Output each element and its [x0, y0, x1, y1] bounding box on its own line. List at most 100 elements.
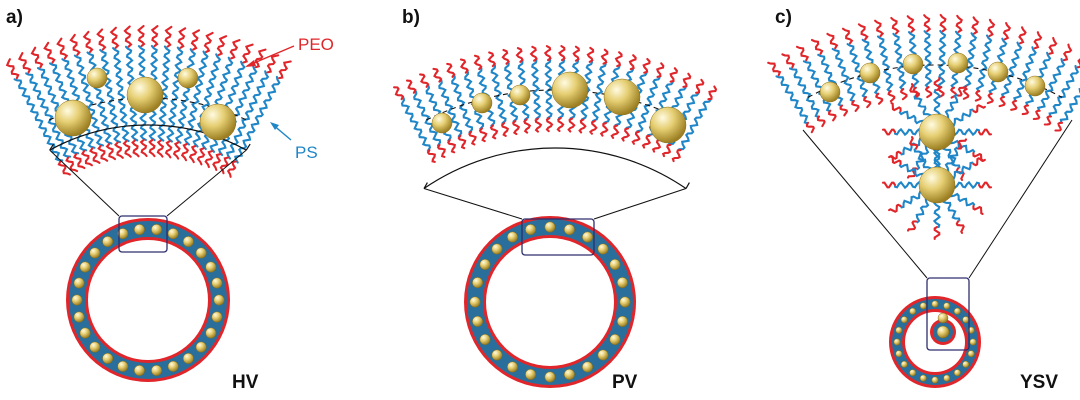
wall-nanoparticle: [89, 341, 101, 353]
inner-chain-ps-block: [532, 89, 542, 120]
yolk-chain-ps-block: [893, 127, 923, 137]
gold-nanoparticle: [902, 53, 924, 75]
outer-chain-peo-block: [501, 48, 510, 65]
wall-nanoparticle: [102, 236, 114, 248]
inner-chain-ps-block: [896, 66, 907, 91]
outer-chain-peo-block: [1018, 26, 1027, 45]
yolk-chain-ps-block: [942, 197, 961, 222]
inner-chain-peo-block: [164, 140, 173, 159]
inner-chain-peo-block: [188, 144, 198, 164]
yolk-nanoparticle: [936, 325, 950, 339]
inner-chain-peo-block: [212, 153, 222, 171]
outer-chain-peo-block: [826, 32, 839, 50]
wall-nanoparticle: [211, 311, 223, 323]
vesicle-lumen: [88, 240, 208, 360]
inner-chain-ps-block: [1048, 96, 1063, 118]
wall-nanoparticle: [919, 302, 927, 310]
inner-chain-peo-block: [156, 139, 165, 158]
inner-chain-peo-block: [122, 140, 132, 158]
outer-chain-peo-block: [82, 30, 94, 54]
outer-chain-ps-block: [171, 46, 184, 101]
inner-chain-peo-block: [426, 149, 436, 163]
inner-chain-peo-block: [457, 134, 467, 150]
wall-nanoparticle: [616, 315, 628, 327]
wall-nanoparticle: [616, 277, 628, 289]
yolk-chain-ps-block: [913, 95, 932, 120]
peo-arrow-head: [245, 60, 256, 67]
inner-chain-peo-block: [97, 144, 109, 162]
inner-chain-ps-block: [678, 124, 696, 151]
wall-nanoparticle: [609, 259, 621, 270]
wall-nanoparticle: [931, 300, 939, 308]
outer-chain-peo-block: [109, 26, 120, 49]
inner-chain-peo-block: [148, 138, 156, 158]
inner-chain-ps-block: [937, 64, 946, 89]
inner-chain-peo-block: [661, 143, 672, 158]
panel-letter-b: b): [402, 7, 420, 28]
wall-nanoparticle: [133, 224, 145, 235]
inner-chain-ps-block: [794, 103, 809, 125]
inner-chain-peo-block: [113, 141, 124, 159]
inner-chain-ps-block: [544, 89, 554, 120]
inner-chain-peo-block: [489, 124, 499, 140]
bracket-tick: [685, 182, 690, 189]
outer-chain-peo-block: [137, 24, 146, 48]
outer-chain-peo-block: [459, 58, 469, 74]
outer-chain-peo-block: [614, 51, 623, 68]
inner-chain-peo-block: [180, 142, 190, 162]
wall-nanoparticle: [491, 243, 503, 255]
outer-chain-peo-block: [515, 47, 524, 63]
inner-chain-peo-block: [816, 115, 826, 128]
inner-chain-peo-block: [468, 130, 477, 146]
wall-nanoparticle: [213, 294, 225, 306]
outer-chain-peo-block: [810, 38, 824, 55]
outer-chain-peo-block: [446, 62, 456, 78]
wall-nanoparticle: [909, 307, 917, 315]
outer-chain-ps-block: [504, 62, 515, 95]
yolk-chain-ps-block: [900, 190, 925, 209]
inner-chain-peo-block: [828, 109, 837, 122]
outer-chain-peo-block: [30, 46, 44, 69]
gold-nanoparticle: [551, 71, 589, 109]
outer-chain-ps-block: [413, 90, 431, 121]
yolk-chain-peo-block: [909, 136, 919, 150]
wall-nanoparticle: [544, 221, 556, 233]
gold-nanoparticle: [859, 62, 881, 84]
outer-chain-ps-block: [966, 32, 978, 69]
outer-chain-peo-block: [1033, 31, 1043, 50]
outer-chain-peo-block: [628, 54, 637, 71]
outer-chain-ps-block: [802, 60, 824, 92]
gold-nanoparticle: [819, 81, 841, 103]
wall-nanoparticle: [79, 327, 91, 339]
zoom-frame: [521, 218, 595, 256]
inner-chain-peo-block: [875, 92, 884, 105]
zoom-line-right: [968, 119, 1073, 279]
wall-nanoparticle: [953, 369, 961, 377]
zoom-frame: [118, 215, 168, 253]
outer-chain-peo-block: [682, 72, 692, 88]
outer-chain-peo-block: [923, 14, 932, 33]
outer-chain-ps-block: [876, 35, 891, 71]
wall-nanoparticle: [73, 311, 85, 323]
inner-chain-peo-block: [545, 117, 554, 133]
wall-nanoparticle: [967, 350, 975, 358]
outer-chain-ps-block: [438, 79, 454, 111]
outer-chain-ps-block: [464, 71, 478, 103]
gold-nanoparticle: [471, 92, 493, 114]
inner-chain-ps-block: [1013, 79, 1025, 102]
outer-chain-peo-block: [69, 33, 81, 56]
outer-chain-peo-block: [1002, 22, 1012, 41]
inner-chain-ps-block: [458, 104, 474, 134]
inner-chain-peo-block: [851, 99, 860, 112]
outer-chain-peo-block: [1062, 43, 1073, 62]
wall-nanoparticle: [931, 376, 939, 384]
zoom-bracket-arc: [423, 147, 687, 189]
outer-chain-ps-block: [203, 53, 222, 107]
inner-chain-peo-block: [671, 149, 682, 163]
yolk-chain-peo-block: [881, 128, 897, 136]
outer-chain-ps-block: [1048, 57, 1066, 92]
outer-chain-peo-block: [669, 67, 679, 83]
inner-chain-peo-block: [523, 118, 532, 134]
outer-chain-ps-block: [193, 50, 209, 104]
outer-chain-ps-block: [817, 53, 837, 87]
